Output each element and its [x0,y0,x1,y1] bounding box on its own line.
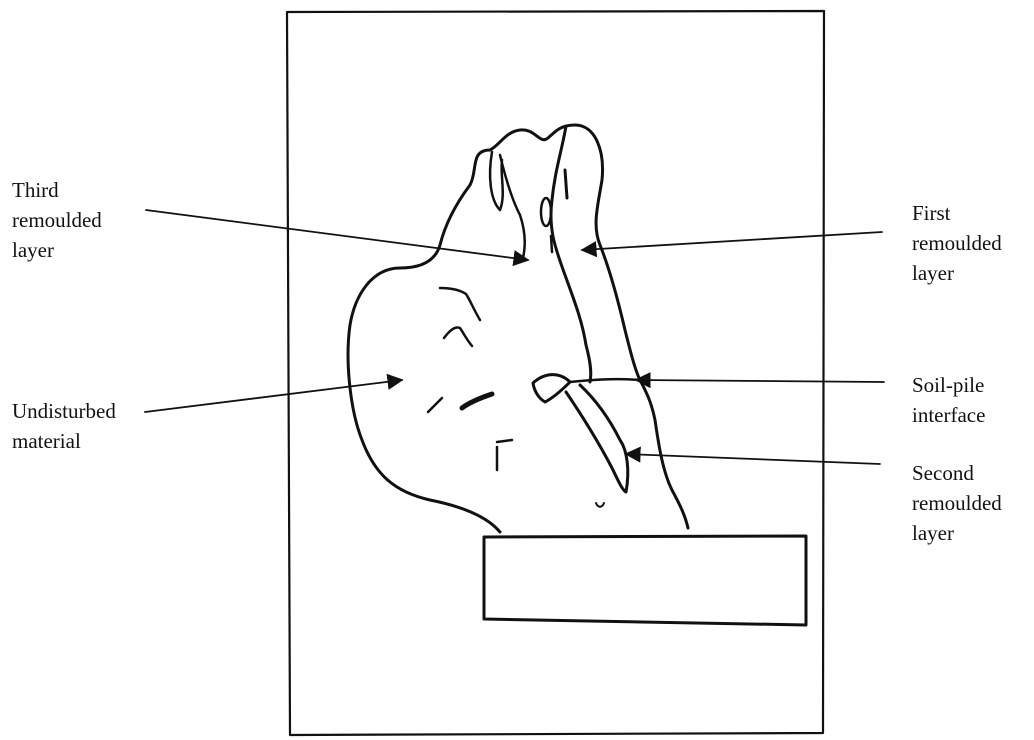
texture-mark [428,398,442,412]
interface-loop [533,375,570,402]
arrow-undisturbed [145,380,402,412]
pile-block [484,536,806,625]
slit-feature [541,198,551,226]
label-undisturbed-material: Undisturbed material [12,396,116,456]
arrow-third-remoulded [146,210,528,260]
arrow-soil-pile-interface [636,380,884,382]
second-remoulded-wedge [566,385,628,492]
remoulded-streak [500,155,525,258]
label-first-remoulded-layer: First remoulded layer [912,198,1002,288]
texture-mark-dark [462,394,492,408]
texture-mark [440,288,480,320]
label-third-remoulded-layer: Third remoulded layer [12,175,102,265]
texture-mark [444,327,472,346]
interface-line [570,379,640,382]
sketch-frame [287,11,824,735]
soil-sample-outline [348,125,688,532]
texture-mark [596,503,604,507]
remoulded-boundary-right [551,126,591,382]
slit-feature-3 [551,236,552,252]
label-second-remoulded-layer: Second remoulded layer [912,458,1002,548]
arrow-first-remoulded [582,232,882,250]
label-soil-pile-interface: Soil-pile interface [912,370,985,430]
slit-feature-2 [565,170,567,198]
texture-mark [497,440,512,470]
